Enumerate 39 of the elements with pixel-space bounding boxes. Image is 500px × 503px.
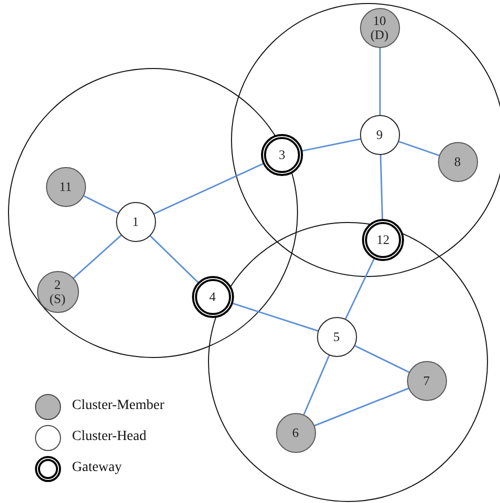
head-node xyxy=(316,316,356,356)
link-line xyxy=(380,154,384,220)
link-line xyxy=(398,140,440,156)
node-label: 5 xyxy=(332,330,341,344)
node-label: 9 xyxy=(375,128,384,142)
legend-label: Cluster-Head xyxy=(72,429,146,445)
link-line xyxy=(73,234,122,279)
node-label: 6 xyxy=(291,426,300,440)
node-label: 2 (S) xyxy=(48,278,66,306)
gateway-node xyxy=(362,219,404,261)
node-label: 10 (D) xyxy=(370,14,390,42)
node-label: 12 xyxy=(376,233,390,247)
legend-label: Cluster-Member xyxy=(72,398,164,414)
member-node xyxy=(360,8,400,48)
node-label: 8 xyxy=(453,154,462,168)
link-line xyxy=(344,258,375,320)
member-node xyxy=(276,412,316,452)
node-label: 7 xyxy=(422,374,431,388)
member-node xyxy=(46,166,86,206)
node-label: 3 xyxy=(278,148,286,162)
gateway-node xyxy=(192,276,234,318)
head-node xyxy=(360,114,400,154)
link-line xyxy=(314,388,409,426)
node-label: 1 xyxy=(131,214,140,228)
link-line xyxy=(84,195,118,214)
head-node xyxy=(116,202,156,242)
member-node xyxy=(36,270,78,312)
link-line xyxy=(303,355,330,415)
legend-label: Gateway xyxy=(72,460,122,476)
member-node xyxy=(438,142,478,182)
link-line xyxy=(154,163,264,214)
member-node xyxy=(406,360,446,400)
link-line xyxy=(232,302,318,332)
link-line xyxy=(379,48,381,115)
link-line xyxy=(150,235,198,283)
node-label: 4 xyxy=(208,290,217,304)
link-line xyxy=(302,138,361,152)
node-label: 11 xyxy=(58,180,73,194)
link-line xyxy=(354,345,410,373)
